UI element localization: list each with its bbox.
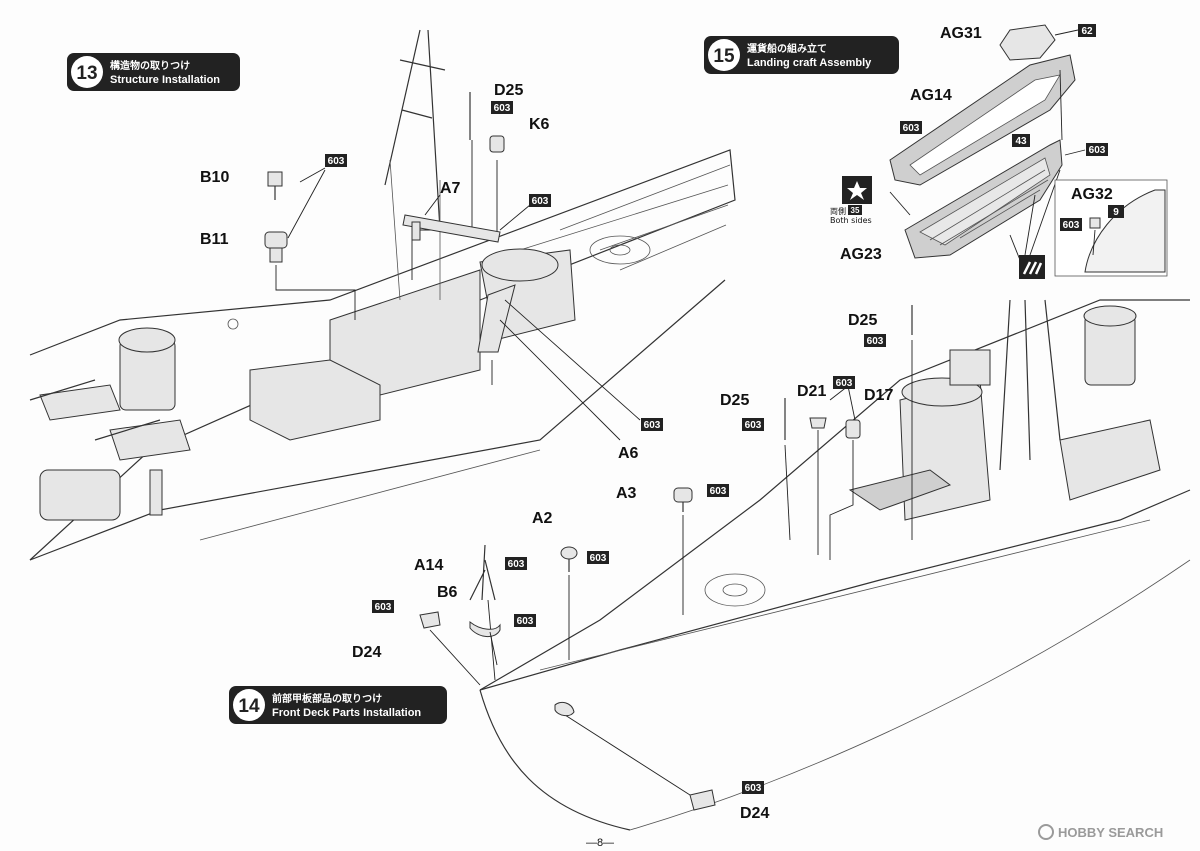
label-d24-top: D24 (352, 644, 381, 661)
step-14-number: 14 (238, 696, 260, 717)
svg-text:603: 603 (745, 783, 762, 794)
callout-603: 603 (1060, 218, 1082, 231)
part-d24-bottom (689, 789, 716, 811)
svg-text:603: 603 (710, 486, 727, 497)
callout-43: 43 (1012, 134, 1030, 147)
watermark: HOBBY SEARCH (1058, 825, 1163, 840)
label-a2: A2 (532, 510, 553, 527)
svg-text:35: 35 (851, 206, 860, 215)
step-15-title-jp: 運貨船の組み立て (747, 42, 827, 55)
callout-603: 603 (833, 376, 855, 389)
label-d25-top: D25 (494, 82, 523, 99)
label-a14: A14 (414, 557, 443, 574)
step-14-title-en: Front Deck Parts Installation (272, 707, 421, 719)
both-sides-jp: 両側 (830, 206, 846, 216)
label-d24-bottom: D24 (740, 805, 769, 822)
label-d25-right: D25 (848, 312, 877, 329)
landing-craft-drawing (842, 24, 1168, 279)
callout-603: 603 (491, 101, 513, 114)
callout-35: 35 (848, 205, 862, 215)
step-14-banner: 14 前部甲板部品の取りつけ Front Deck Parts Installa… (229, 686, 447, 724)
svg-text:603: 603 (494, 103, 511, 114)
part-b6 (469, 620, 501, 637)
callout-603: 603 (707, 484, 729, 497)
part-a2 (560, 546, 578, 572)
svg-text:603: 603 (532, 196, 549, 207)
label-b11: B11 (200, 231, 229, 248)
callout-603: 603 (1086, 143, 1108, 156)
callout-9: 9 (1108, 205, 1124, 218)
svg-text:9: 9 (1113, 207, 1119, 218)
svg-text:603: 603 (867, 336, 884, 347)
svg-text:603: 603 (745, 420, 762, 431)
step-13-title-en: Structure Installation (110, 74, 220, 86)
label-b10: B10 (200, 169, 229, 186)
svg-text:603: 603 (903, 123, 920, 134)
part-labels: B10 B11 D25 K6 A7 A6 A3 A2 A14 B6 D24 D2… (200, 25, 1113, 822)
svg-text:603: 603 (328, 156, 345, 167)
svg-text:603: 603 (517, 616, 534, 627)
both-sides-en: Both sides (830, 216, 872, 225)
callout-603: 603 (372, 600, 394, 613)
callout-603: 603 (900, 121, 922, 134)
callout-62: 62 (1078, 24, 1096, 37)
callout-603: 603 (742, 418, 764, 431)
svg-text:603: 603 (375, 602, 392, 613)
callout-603: 603 (505, 557, 527, 570)
rear-hull-drawing (29, 29, 736, 561)
callout-603: 603 (514, 614, 536, 627)
label-a3: A3 (616, 485, 637, 502)
color-callouts: 603 603 603 603 603 603 603 603 603 603 … (325, 24, 1124, 794)
svg-text:603: 603 (836, 378, 853, 389)
svg-text:43: 43 (1015, 136, 1027, 147)
svg-text:603: 603 (1089, 145, 1106, 156)
step-15-banner: 15 運貨船の組み立て Landing craft Assembly (704, 36, 899, 74)
step-15-number: 15 (713, 46, 735, 67)
svg-text:603: 603 (590, 553, 607, 564)
svg-text:603: 603 (1063, 220, 1080, 231)
label-ag14: AG14 (910, 87, 952, 104)
callout-603: 603 (641, 418, 663, 431)
callout-603: 603 (529, 194, 551, 207)
step-15-title-en: Landing craft Assembly (747, 57, 872, 69)
step-13-title-jp: 構造物の取りつけ (110, 59, 190, 72)
svg-text:62: 62 (1081, 26, 1093, 37)
callout-603: 603 (587, 551, 609, 564)
label-d17: D17 (864, 387, 893, 404)
label-a7: A7 (440, 180, 461, 197)
label-d21: D21 (797, 383, 826, 400)
label-d25-left: D25 (720, 392, 749, 409)
part-a14 (469, 544, 496, 601)
callout-603: 603 (864, 334, 886, 347)
label-ag32: AG32 (1071, 186, 1113, 203)
page-number: —8— (586, 837, 614, 849)
step-14-title-jp: 前部甲板部品の取りつけ (272, 692, 382, 705)
part-b10 (267, 171, 283, 200)
step-13-number: 13 (76, 63, 97, 84)
part-a3 (673, 487, 693, 512)
part-b11 (264, 231, 288, 263)
callout-603: 603 (325, 154, 347, 167)
label-ag23: AG23 (840, 246, 882, 263)
part-d24-top (419, 611, 441, 629)
label-ag31: AG31 (940, 25, 982, 42)
label-a6: A6 (618, 445, 639, 462)
step-13-banner: 13 構造物の取りつけ Structure Installation (67, 53, 240, 91)
label-k6: K6 (529, 116, 550, 133)
callout-603: 603 (742, 781, 764, 794)
svg-text:603: 603 (508, 559, 525, 570)
svg-text:603: 603 (644, 420, 661, 431)
label-b6: B6 (437, 584, 458, 601)
bow-hull-drawing (419, 299, 1191, 831)
